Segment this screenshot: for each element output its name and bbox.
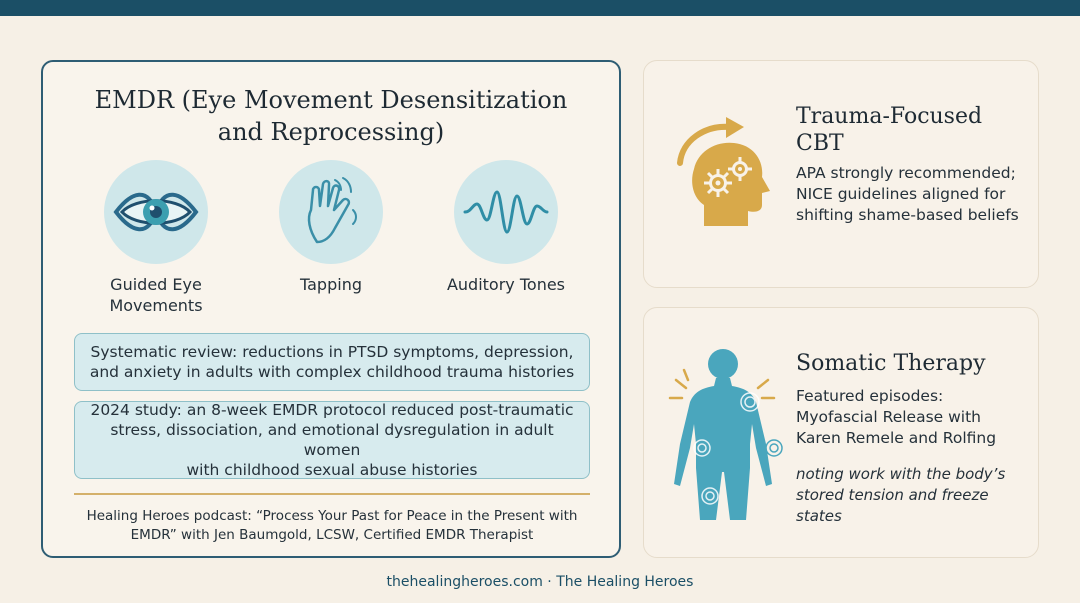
head-gears-icon xyxy=(677,117,770,226)
technique-auditory: Auditory Tones xyxy=(431,160,581,295)
sound-icon-circle xyxy=(454,160,558,264)
top-bar xyxy=(0,0,1080,16)
somatic-text-line: Featured episodes: xyxy=(796,387,944,405)
podcast-line: EMDR” with Jen Baumgold, LCSW, Certified… xyxy=(130,527,534,543)
cbt-text-line: APA strongly recommended; xyxy=(796,164,1016,182)
gold-divider xyxy=(74,493,590,495)
emdr-title-line2: and Reprocessing) xyxy=(217,118,445,146)
tapping-icon-circle xyxy=(279,160,383,264)
technique-guided-eye: Guided Eye Movements xyxy=(81,160,231,316)
evidence-box-review: Systematic review: reductions in PTSD sy… xyxy=(74,333,590,391)
evidence-text-line: stress, dissociation, and emotional dysr… xyxy=(110,421,554,459)
somatic-text-line: Karen Remele and Rolfing xyxy=(796,429,997,447)
emdr-title: EMDR (Eye Movement Desensitization and R… xyxy=(43,84,619,148)
technique-tapping: Tapping xyxy=(256,160,406,295)
cbt-title: Trauma-Focused CBT xyxy=(796,103,982,157)
cbt-card: Trauma-Focused CBT APA strongly recommen… xyxy=(643,60,1039,288)
emdr-card: EMDR (Eye Movement Desensitization and R… xyxy=(41,60,621,558)
somatic-note: noting work with the body’s stored tensi… xyxy=(796,464,1038,527)
podcast-line: Healing Heroes podcast: “Process Your Pa… xyxy=(86,508,578,524)
somatic-note-line: stored tension and freeze states xyxy=(796,486,989,525)
cbt-title-line1: Trauma-Focused xyxy=(796,104,983,129)
technique-label: Auditory Tones xyxy=(446,275,566,294)
evidence-box-study: 2024 study: an 8-week EMDR protocol redu… xyxy=(74,401,590,479)
podcast-reference: Healing Heroes podcast: “Process Your Pa… xyxy=(63,507,601,545)
somatic-card: Somatic Therapy Featured episodes: Myofa… xyxy=(643,307,1039,558)
evidence-text-line: Systematic review: reductions in PTSD sy… xyxy=(90,343,574,361)
technique-label: Tapping xyxy=(300,275,362,294)
technique-label-2: Movements xyxy=(109,296,203,315)
somatic-title: Somatic Therapy xyxy=(796,351,986,376)
body-figure-icon xyxy=(668,349,783,520)
somatic-description: Featured episodes: Myofascial Release wi… xyxy=(796,386,996,449)
evidence-text-line: and anxiety in adults with complex child… xyxy=(89,363,575,381)
sound-wave-icon xyxy=(463,190,549,234)
tapping-hand-icon xyxy=(307,177,357,244)
cbt-text-line: NICE guidelines aligned for xyxy=(796,185,1006,203)
eye-icon-circle xyxy=(104,160,208,264)
cbt-title-line2: CBT xyxy=(796,131,844,156)
somatic-text-line: Myofascial Release with xyxy=(796,408,981,426)
technique-label: Guided Eye xyxy=(110,275,202,294)
eye-icon xyxy=(113,192,199,232)
somatic-note-line: noting work with the body’s xyxy=(796,465,1006,483)
evidence-text-line: 2024 study: an 8-week EMDR protocol redu… xyxy=(90,401,574,419)
cbt-description: APA strongly recommended; NICE guideline… xyxy=(796,163,1019,226)
cbt-text-line: shifting shame-based beliefs xyxy=(796,206,1019,224)
emdr-title-line1: EMDR (Eye Movement Desensitization xyxy=(94,86,568,114)
footer-credit: thehealingheroes.com · The Healing Heroe… xyxy=(386,574,694,590)
evidence-text-line: with childhood sexual abuse histories xyxy=(186,461,478,479)
